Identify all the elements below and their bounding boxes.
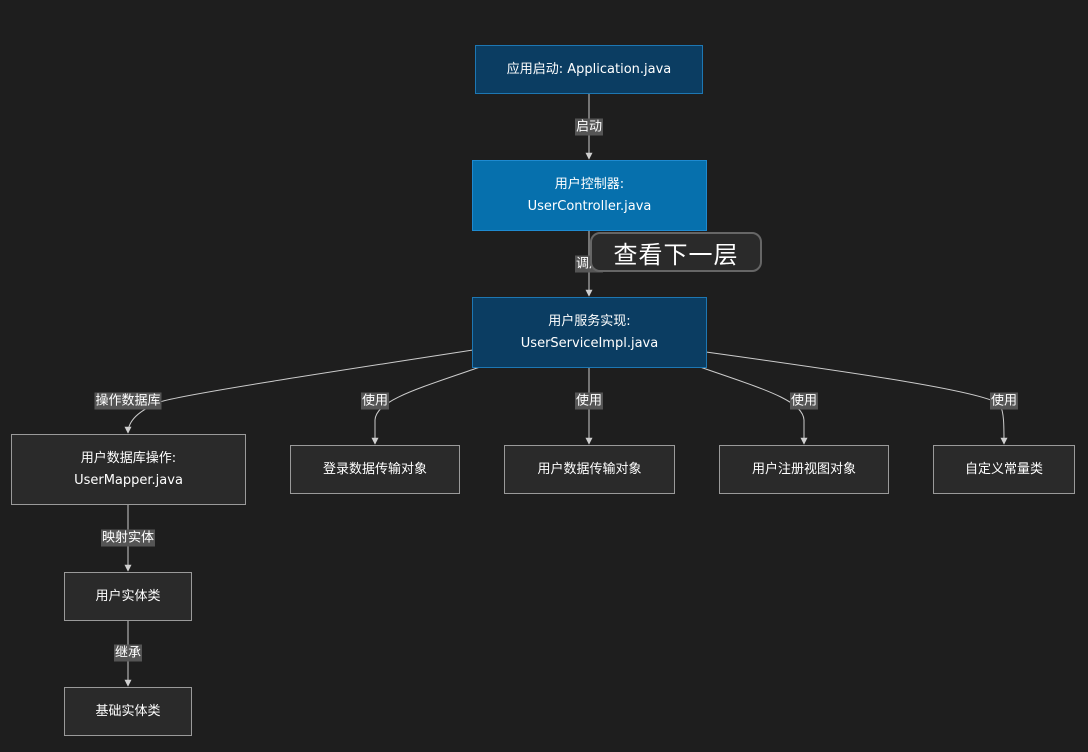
node-register-vo-label: 用户注册视图对象 — [751, 461, 856, 477]
node-user-dto[interactable]: 用户数据传输对象 — [504, 445, 675, 494]
edge-service-constants — [705, 351, 1008, 445]
node-base-entity-label: 基础实体类 — [95, 703, 161, 719]
node-login-dto[interactable]: 登录数据传输对象 — [290, 445, 460, 494]
edge-label-map-entity: 映射实体 — [100, 529, 156, 547]
edge-label-use-register: 使用 — [789, 392, 819, 410]
edge-label-use-constants: 使用 — [989, 392, 1019, 410]
node-user-dto-label: 用户数据传输对象 — [537, 461, 642, 477]
node-user-controller-line2: UserController.java — [527, 198, 652, 214]
edge-service-login — [371, 366, 481, 445]
node-application[interactable]: 应用启动: Application.java — [475, 45, 703, 94]
next-layer-tooltip-text: 查看下一层 — [613, 240, 739, 269]
edge-label-use-login: 使用 — [360, 392, 390, 410]
node-user-service-impl[interactable]: 用户服务实现: UserServiceImpl.java — [472, 297, 707, 368]
edge-label-start: 启动 — [574, 118, 604, 136]
node-application-label: 应用启动: Application.java — [506, 61, 672, 77]
node-login-dto-label: 登录数据传输对象 — [322, 461, 427, 477]
node-user-service-impl-line1: 用户服务实现: — [548, 313, 631, 329]
node-base-entity[interactable]: 基础实体类 — [64, 687, 192, 736]
node-user-entity-label: 用户实体类 — [95, 588, 161, 604]
node-constants-label: 自定义常量类 — [964, 461, 1043, 477]
node-user-service-impl-line2: UserServiceImpl.java — [520, 335, 659, 351]
edge-label-inherit: 继承 — [113, 644, 143, 662]
node-user-mapper[interactable]: 用户数据库操作: UserMapper.java — [11, 434, 246, 505]
node-user-controller-line1: 用户控制器: — [554, 176, 625, 192]
node-constants[interactable]: 自定义常量类 — [933, 445, 1075, 494]
node-register-vo[interactable]: 用户注册视图对象 — [719, 445, 889, 494]
node-user-mapper-line1: 用户数据库操作: — [80, 450, 177, 466]
node-user-entity[interactable]: 用户实体类 — [64, 572, 192, 621]
edge-label-use-userdto: 使用 — [574, 392, 604, 410]
edge-label-database-ops: 操作数据库 — [94, 392, 162, 410]
edge-service-register — [699, 366, 808, 445]
node-user-mapper-line2: UserMapper.java — [74, 472, 183, 488]
next-layer-tooltip[interactable]: 查看下一层 — [590, 232, 762, 272]
node-user-controller[interactable]: 用户控制器: UserController.java — [472, 160, 707, 231]
edge-service-mapper — [124, 349, 474, 434]
